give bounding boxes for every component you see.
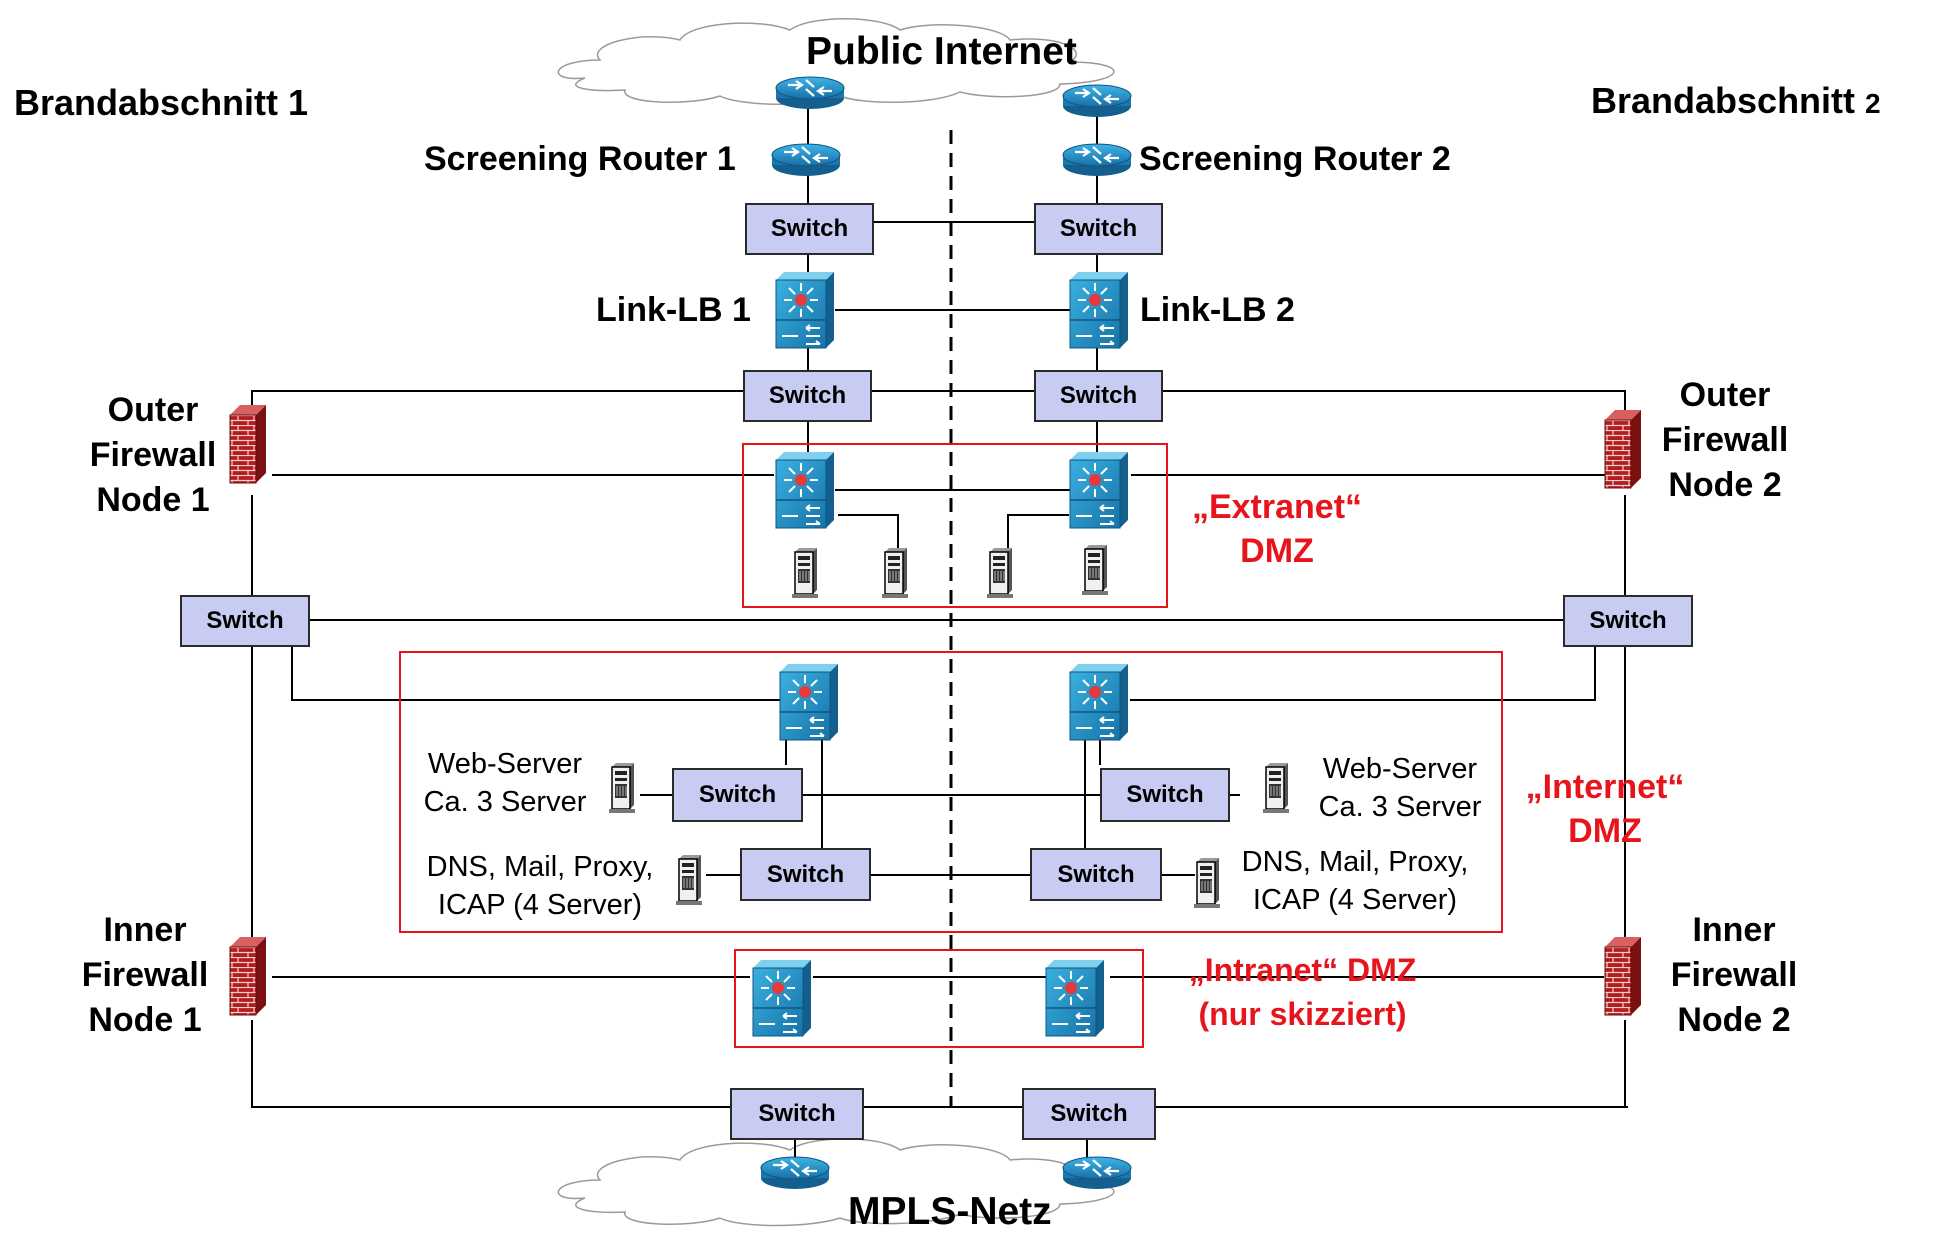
- extranet-dmz-box: [742, 443, 1168, 608]
- switch-bottom-left: Switch: [730, 1088, 864, 1140]
- public-internet-label: Public Internet: [806, 30, 1077, 73]
- zone-right-number: 2: [1865, 88, 1881, 119]
- inner-firewall-1-line2: Firewall: [81, 956, 209, 994]
- internet-dmz-line1: „Internet“: [1525, 768, 1685, 806]
- switch-top-right: Switch: [1034, 203, 1163, 255]
- inner-firewall-1-line1: Inner: [103, 911, 187, 949]
- link-lb-2-icon: [1069, 271, 1129, 349]
- link-lb-2-label: Link-LB 2: [1140, 291, 1295, 329]
- screening-router-2-icon: [1061, 142, 1133, 178]
- switch-mid-right: Switch: [1563, 595, 1693, 647]
- public-internet-cloud: [557, 18, 1115, 105]
- inner-firewall-2-line3: Node 2: [1677, 1001, 1791, 1039]
- dns-server-left-label: DNS, Mail, Proxy, ICAP (4 Server): [405, 848, 675, 924]
- inner-firewall-1-label: Inner Firewall Node 1: [75, 908, 215, 1043]
- outer-firewall-1-line2: Firewall: [89, 436, 217, 474]
- switch-top-left: Switch: [745, 203, 874, 255]
- outer-firewall-2-line2: Firewall: [1661, 421, 1789, 459]
- switch-outer-right: Switch: [1034, 370, 1163, 422]
- mpls-router-1-icon: [759, 1155, 831, 1191]
- web-server-left-label: Web-Server Ca. 3 Server: [405, 745, 605, 821]
- outer-firewall-2-icon: [1604, 409, 1642, 489]
- mpls-label: MPLS-Netz: [848, 1190, 1052, 1233]
- outer-firewall-1-icon: [229, 404, 267, 484]
- web-server-right-label: Web-Server Ca. 3 Server: [1300, 750, 1500, 826]
- intranet-l3-switch-2-icon: [1045, 959, 1105, 1037]
- internet-router-2-icon: [1061, 83, 1133, 119]
- internet-dmz-label: „Internet“ DMZ: [1505, 765, 1705, 853]
- extranet-dmz-line2: DMZ: [1240, 532, 1314, 570]
- extranet-server-3-icon: [986, 547, 1014, 599]
- extranet-dmz-line1: „Extranet“: [1191, 488, 1363, 526]
- outer-firewall-2-label: Outer Firewall Node 2: [1655, 373, 1795, 508]
- inner-firewall-2-line1: Inner: [1692, 911, 1776, 949]
- web-server-right-line1: Web-Server: [1322, 753, 1478, 785]
- switch-web-left: Switch: [672, 768, 803, 822]
- connection-lines: [251, 105, 1628, 1160]
- dns-server-left-icon: [675, 854, 703, 906]
- intranet-dmz-line1: „Intranet“ DMZ: [1188, 952, 1417, 988]
- outer-firewall-2-line1: Outer: [1679, 376, 1771, 414]
- web-server-right-line2: Ca. 3 Server: [1318, 791, 1482, 823]
- extranet-server-4-icon: [1081, 544, 1109, 596]
- inner-firewall-1-icon: [229, 936, 267, 1016]
- dns-server-left-line1: DNS, Mail, Proxy,: [426, 851, 654, 883]
- dns-server-right-line2: ICAP (4 Server): [1252, 884, 1458, 916]
- intranet-dmz-box: [734, 949, 1144, 1048]
- intranet-l3-switch-1-icon: [752, 959, 812, 1037]
- switch-bottom-right: Switch: [1022, 1088, 1156, 1140]
- extranet-l3-switch-2-icon: [1069, 451, 1129, 529]
- extranet-l3-switch-1-icon: [775, 451, 835, 529]
- extranet-server-1-icon: [791, 547, 819, 599]
- screening-router-1-icon: [770, 142, 842, 178]
- switch-mid-left: Switch: [180, 595, 310, 647]
- zone-left-label: Brandabschnitt 1: [14, 82, 309, 123]
- outer-firewall-1-label: Outer Firewall Node 1: [88, 388, 218, 523]
- switch-dns-left: Switch: [740, 848, 871, 901]
- internet-l3-switch-1-icon: [779, 663, 839, 741]
- extranet-server-2-icon: [881, 547, 909, 599]
- web-server-left-icon: [608, 762, 636, 814]
- mpls-router-2-icon: [1061, 1155, 1133, 1191]
- dns-server-right-line1: DNS, Mail, Proxy,: [1241, 846, 1469, 878]
- intranet-dmz-label: „Intranet“ DMZ (nur skizziert): [1170, 948, 1435, 1036]
- inner-firewall-2-icon: [1604, 936, 1642, 1016]
- outer-firewall-2-line3: Node 2: [1668, 466, 1782, 504]
- web-server-left-line1: Web-Server: [427, 748, 583, 780]
- extranet-dmz-label: „Extranet“ DMZ: [1172, 485, 1382, 573]
- inner-firewall-2-line2: Firewall: [1670, 956, 1798, 994]
- inner-firewall-1-line3: Node 1: [88, 1001, 202, 1039]
- screening-router-1-label: Screening Router 1: [424, 140, 736, 178]
- internet-l3-switch-2-icon: [1069, 663, 1129, 741]
- switch-web-right: Switch: [1100, 768, 1230, 822]
- inner-firewall-2-label: Inner Firewall Node 2: [1664, 908, 1804, 1043]
- switch-outer-left: Switch: [743, 370, 872, 422]
- zone-right-label: Brandabschnitt 2: [1591, 80, 1881, 122]
- intranet-dmz-line2: (nur skizziert): [1198, 996, 1407, 1032]
- link-lb-1-label: Link-LB 1: [596, 291, 751, 329]
- outer-firewall-1-line1: Outer: [107, 391, 199, 429]
- dns-server-right-label: DNS, Mail, Proxy, ICAP (4 Server): [1220, 843, 1490, 919]
- internet-dmz-line2: DMZ: [1568, 812, 1642, 850]
- internet-router-1-icon: [774, 75, 846, 111]
- screening-router-2-label: Screening Router 2: [1139, 140, 1451, 178]
- outer-firewall-1-line3: Node 1: [96, 481, 210, 519]
- internet-dmz-box: [399, 651, 1503, 933]
- dns-server-right-icon: [1193, 857, 1221, 909]
- zone-right-text: Brandabschnitt: [1591, 80, 1866, 121]
- link-lb-1-icon: [775, 271, 835, 349]
- dns-server-left-line2: ICAP (4 Server): [437, 889, 643, 921]
- web-server-right-icon: [1262, 762, 1290, 814]
- switch-dns-right: Switch: [1030, 848, 1162, 901]
- web-server-left-line2: Ca. 3 Server: [423, 786, 587, 818]
